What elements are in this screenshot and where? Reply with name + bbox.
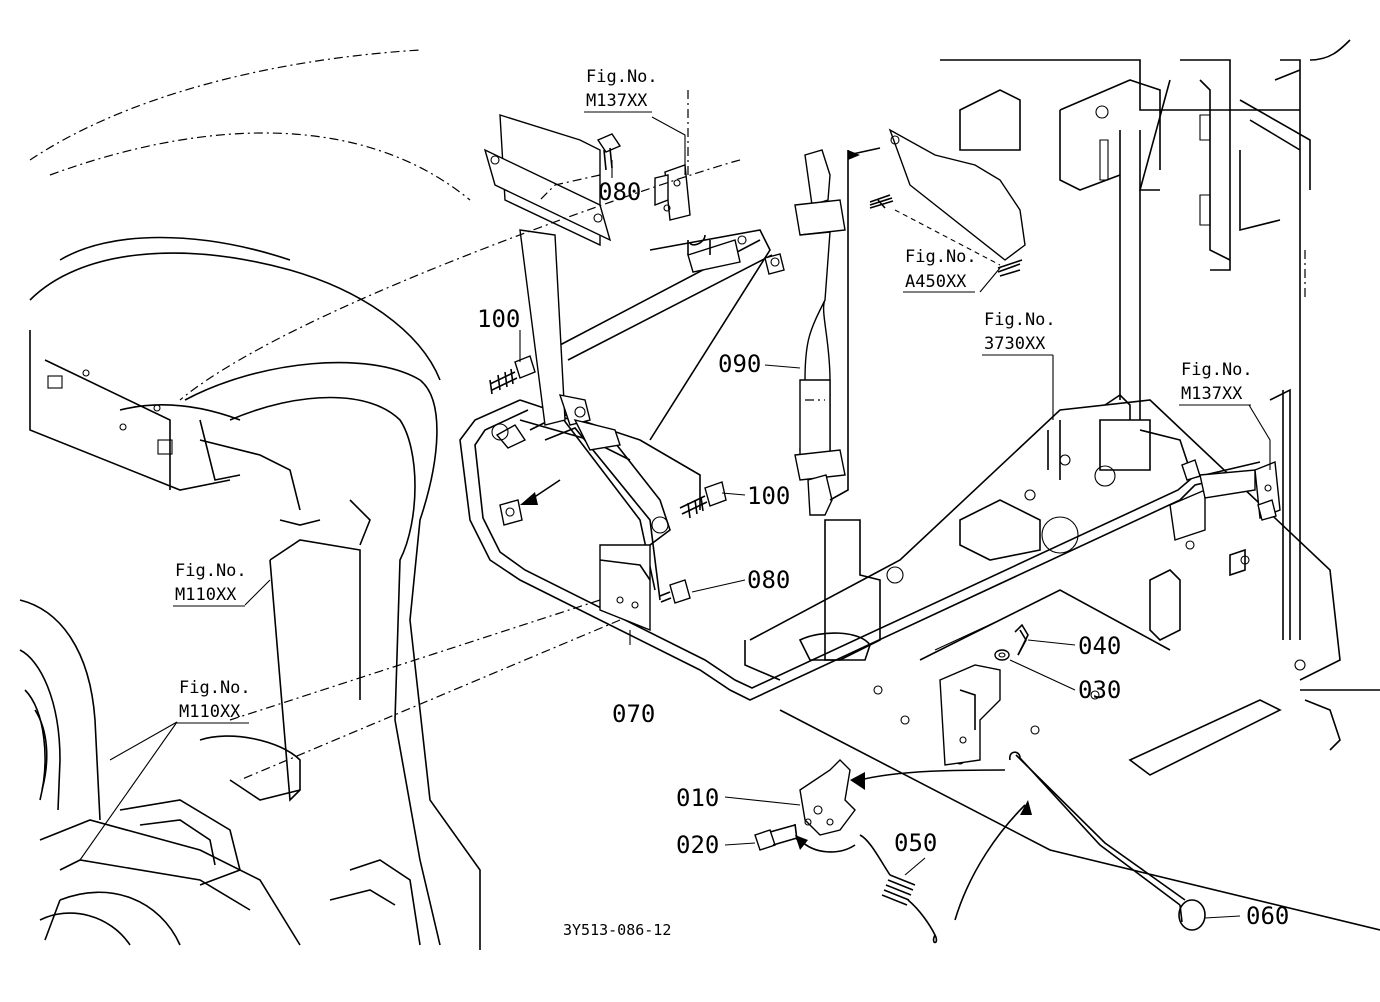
callout-010: 010 (676, 784, 719, 812)
fig-ref-m137-top-number: M137XX (586, 91, 648, 111)
fig-ref-m110-upper-caption: Fig.No. (175, 561, 247, 581)
tractor-body-outline (19, 49, 481, 950)
part-090-strap (794, 149, 846, 516)
part-100-bolt-right (679, 481, 727, 519)
part-080-bolt-mid (659, 579, 691, 604)
callout-070: 070 (612, 700, 655, 728)
part-060-rod (1009, 751, 1206, 931)
part-070-frame (459, 229, 1261, 701)
fig-ref-m137-right-number: M137XX (1181, 384, 1243, 404)
fig-ref-m110-lower-number: M110XX (179, 702, 241, 722)
part-050-spring (859, 834, 938, 944)
callout-100-right: 100 (747, 482, 790, 510)
callout-030: 030 (1078, 676, 1121, 704)
fig-ref-m137-top-caption: Fig.No. (586, 67, 658, 87)
fig-ref-a450-caption: Fig.No. (905, 247, 977, 267)
fig-ref-3730-caption: Fig.No. (984, 310, 1056, 330)
fig-ref-m137-right-caption: Fig.No. (1181, 360, 1253, 380)
vertical-bracket (483, 114, 621, 451)
callout-050: 050 (894, 829, 937, 857)
clip-bracket (654, 164, 785, 275)
callout-090: 090 (718, 350, 761, 378)
latch-bracket (939, 664, 1001, 766)
part-040-cotter (1014, 623, 1029, 656)
callout-100-left: 100 (477, 305, 520, 333)
callout-080-top: 080 (598, 178, 641, 206)
callout-040: 040 (1078, 632, 1121, 660)
fig-ref-3730-number: 3730XX (984, 334, 1046, 354)
callout-080-mid: 080 (747, 566, 790, 594)
fig-ref-m110-lower-caption: Fig.No. (179, 678, 251, 698)
callout-labels: 080 100 090 100 080 040 030 070 010 020 … (173, 67, 1289, 939)
callout-060: 060 (1246, 902, 1289, 930)
part-080-bolt-top (539, 133, 622, 201)
leader-lines (79, 90, 1271, 919)
chassis-frame (744, 39, 1380, 931)
part-030-washer (994, 649, 1010, 661)
right-clip (1181, 459, 1281, 521)
fig-ref-m110-upper-number: M110XX (175, 585, 237, 605)
mounting-plate (869, 128, 1026, 277)
part-020-pin (754, 823, 798, 851)
fig-ref-a450-number: A450XX (905, 272, 967, 292)
drawing-code: 3Y513-086-12 (563, 921, 671, 939)
assembly-arrows (520, 147, 1032, 921)
part-010-latch (799, 759, 856, 836)
callout-020: 020 (676, 831, 719, 859)
part-100-bolt-left (489, 355, 536, 395)
